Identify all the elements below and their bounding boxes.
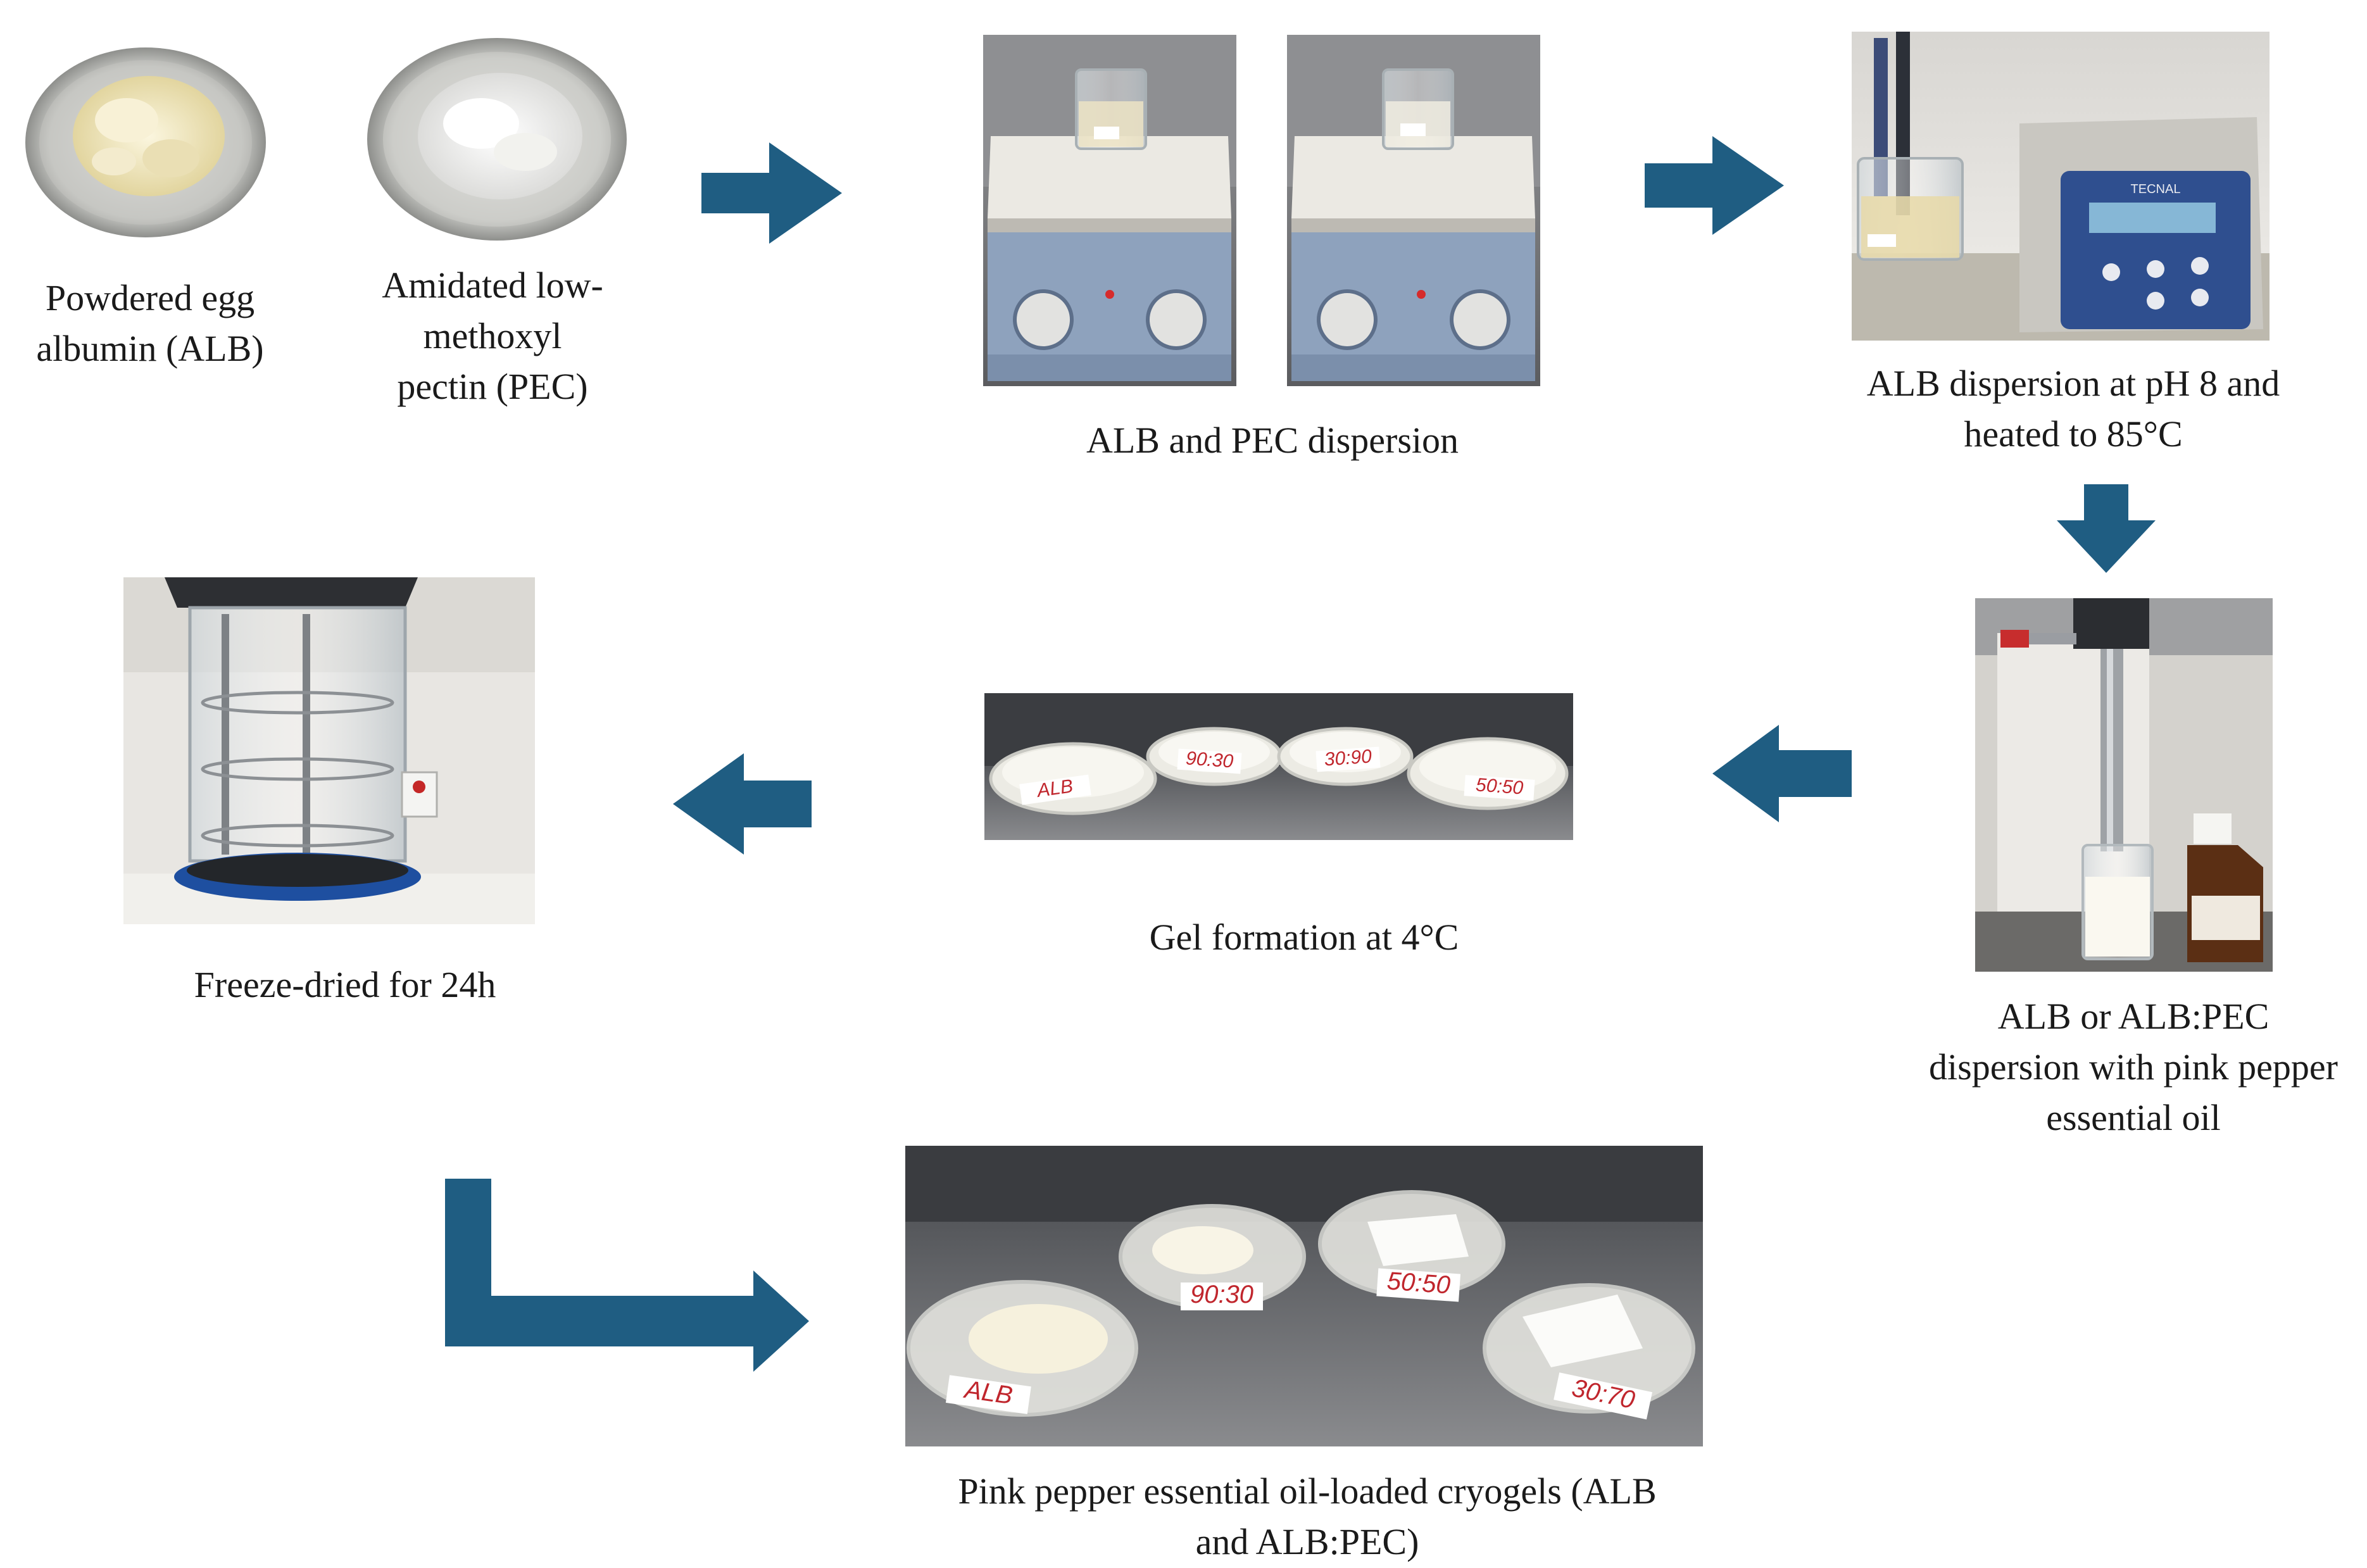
arrow-elbow-1: [445, 1179, 809, 1372]
cryogel-dish-label: ALB: [945, 1375, 1031, 1414]
arrow-left-2: [673, 753, 812, 855]
photo-pectin-powder: [367, 38, 627, 241]
svg-text:90:30: 90:30: [1185, 748, 1234, 772]
svg-text:30:90: 30:90: [1324, 746, 1373, 770]
svg-text:50:50: 50:50: [1386, 1267, 1451, 1300]
caption-gel-formation: Gel formation at 4°C: [1150, 917, 1459, 958]
arrow-left-1: [1712, 725, 1852, 822]
cryogel-dish-label: 90:30: [1181, 1281, 1263, 1310]
gel-dish-label: 90:30: [1177, 748, 1242, 774]
cryogel-dish-label: 50:50: [1376, 1267, 1461, 1302]
caption-cryogels: Pink pepper essential oil-loaded cryogel…: [958, 1471, 1656, 1562]
photo-gel-formation: ALB 90:30 30:90 50:50: [984, 693, 1573, 840]
photo-homogenizer-oil: [1975, 598, 2273, 972]
caption-dispersion: ALB and PEC dispersion: [1086, 420, 1459, 461]
photo-powdered-albumin: [25, 47, 266, 237]
gel-dish-label: ALB: [1019, 774, 1091, 805]
svg-text:ALB: ALB: [1034, 775, 1074, 801]
svg-text:50:50: 50:50: [1475, 774, 1524, 798]
photo-ph-meter: TECNAL: [1852, 32, 2270, 341]
device-brand-label: TECNAL: [2131, 182, 2181, 196]
svg-text:ALB: ALB: [962, 1376, 1014, 1410]
arrow-right-1: [701, 142, 842, 244]
arrow-down-1: [2057, 484, 2156, 573]
arrow-right-2: [1645, 136, 1784, 235]
svg-text:90:30: 90:30: [1190, 1281, 1253, 1308]
caption-freeze-dried: Freeze-dried for 24h: [194, 964, 496, 1005]
gel-dish-label: 30:90: [1315, 746, 1381, 772]
photo-stirrer-pec: [1287, 35, 1540, 386]
gel-dish-label: 50:50: [1464, 774, 1535, 801]
photo-freeze-dryer: [123, 577, 535, 924]
photo-stirrer-alb: [983, 35, 1236, 386]
